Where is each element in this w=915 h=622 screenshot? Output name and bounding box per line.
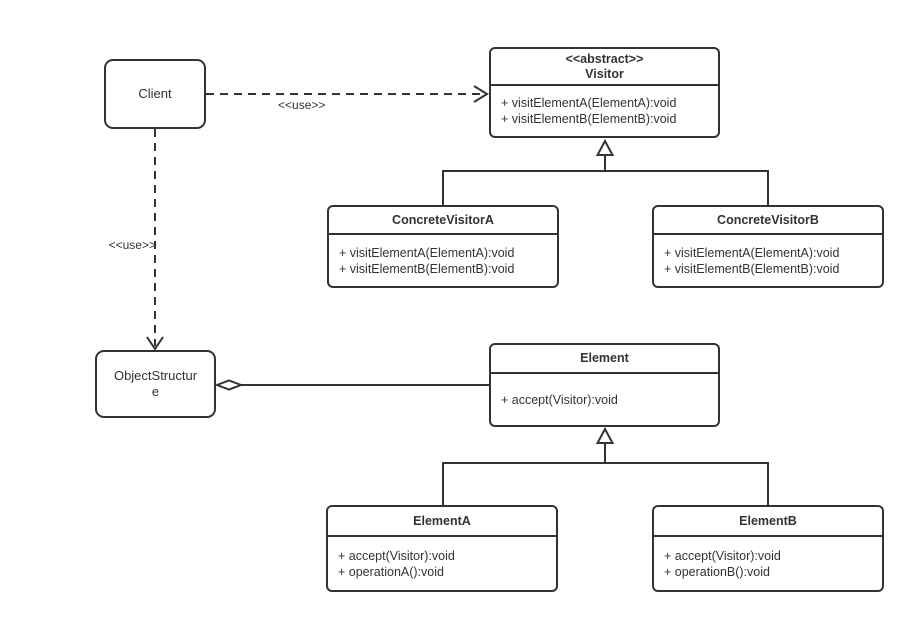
dependency-arrow-client-objectstructure bbox=[146, 129, 164, 351]
method-line: + accept(Visitor):void bbox=[501, 392, 618, 407]
class-name: Element bbox=[580, 351, 629, 365]
class-methods: + visitElementA(ElementA):void + visitEl… bbox=[329, 235, 557, 286]
class-box-concrete-visitor-a: ConcreteVisitorA + visitElementA(Element… bbox=[327, 205, 559, 288]
generalization-arrow-elements bbox=[442, 426, 769, 505]
aggregation-link-objectstructure-element bbox=[214, 379, 489, 391]
use-stereotype-label: <<use>> bbox=[108, 238, 156, 252]
method-line: + operationA():void bbox=[338, 564, 444, 579]
class-methods: + visitElementA(ElementA):void + visitEl… bbox=[654, 235, 882, 286]
class-methods: + accept(Visitor):void + operationB():vo… bbox=[654, 537, 882, 590]
class-header: ConcreteVisitorB bbox=[654, 207, 882, 235]
class-box-visitor: <<abstract>> Visitor + visitElementA(Ele… bbox=[489, 47, 720, 138]
class-methods: + accept(Visitor):void + operationA():vo… bbox=[328, 537, 556, 590]
method-line: + visitElementA(ElementA):void bbox=[664, 245, 840, 260]
method-line: + visitElementA(ElementA):void bbox=[339, 245, 515, 260]
class-name: Visitor bbox=[585, 66, 624, 81]
method-line: + visitElementB(ElementB):void bbox=[501, 112, 677, 126]
generalization-arrow-visitors bbox=[442, 138, 769, 205]
class-name: ObjectStructure bbox=[113, 368, 198, 399]
class-box-element-b: ElementB + accept(Visitor):void + operat… bbox=[652, 505, 884, 592]
class-header: Element bbox=[491, 345, 718, 374]
method-line: + visitElementA(ElementA):void bbox=[501, 96, 677, 110]
class-header: ElementA bbox=[328, 507, 556, 537]
class-box-element-a: ElementA + accept(Visitor):void + operat… bbox=[326, 505, 558, 592]
class-name: Client bbox=[138, 86, 172, 101]
class-name: ConcreteVisitorB bbox=[717, 212, 819, 227]
class-header: ConcreteVisitorA bbox=[329, 207, 557, 235]
method-line: + accept(Visitor):void bbox=[338, 548, 455, 563]
class-header: <<abstract>> Visitor bbox=[491, 49, 718, 86]
dependency-arrow-client-visitor bbox=[206, 85, 489, 103]
method-line: + visitElementB(ElementB):void bbox=[664, 261, 840, 276]
class-name: ConcreteVisitorA bbox=[392, 212, 494, 227]
class-box-object-structure: ObjectStructure bbox=[95, 350, 216, 418]
method-line: + accept(Visitor):void bbox=[664, 548, 781, 563]
class-name: ElementA bbox=[413, 513, 471, 528]
class-name: ElementB bbox=[739, 513, 797, 528]
class-methods: + accept(Visitor):void bbox=[491, 374, 718, 425]
class-header: ElementB bbox=[654, 507, 882, 537]
method-line: + visitElementB(ElementB):void bbox=[339, 261, 515, 276]
class-stereotype: <<abstract>> bbox=[565, 51, 644, 66]
use-stereotype-label: <<use>> bbox=[278, 98, 326, 112]
class-box-concrete-visitor-b: ConcreteVisitorB + visitElementA(Element… bbox=[652, 205, 884, 288]
class-box-element: Element + accept(Visitor):void bbox=[489, 343, 720, 427]
class-methods: + visitElementA(ElementA):void + visitEl… bbox=[491, 86, 718, 136]
class-box-client: Client bbox=[104, 59, 206, 129]
method-line: + operationB():void bbox=[664, 564, 770, 579]
